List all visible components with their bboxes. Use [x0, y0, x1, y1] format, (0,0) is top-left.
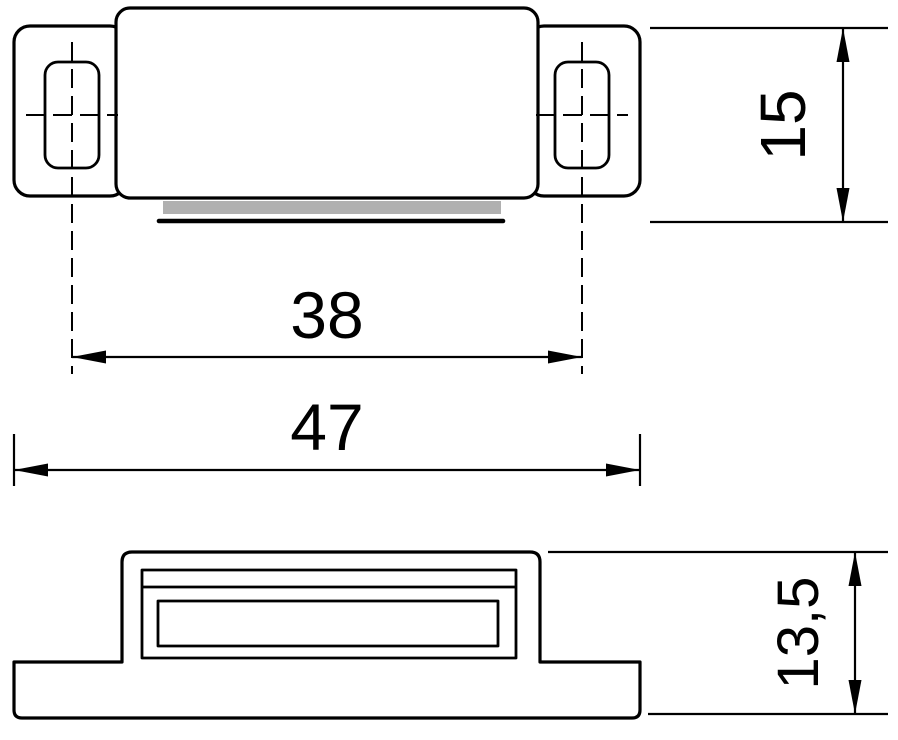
- dimension-overall-width: 47: [12, 390, 642, 486]
- arrowhead-38-right: [548, 350, 582, 364]
- arrowhead-135-bottom: [848, 680, 862, 714]
- magnet-face: [156, 599, 500, 648]
- dimension-label-38: 38: [290, 278, 363, 352]
- dimension-front-height: 15: [650, 26, 888, 224]
- magnet-strip: [163, 201, 501, 214]
- arrowhead-47-left: [14, 463, 48, 477]
- arrowhead-15-bottom: [836, 188, 850, 222]
- mounting-ear-left: [12, 24, 128, 198]
- arrowhead-38-left: [72, 350, 106, 364]
- dimension-label-47: 47: [290, 390, 363, 464]
- dimension-slot-spacing: 38: [71, 42, 583, 374]
- front-view: [12, 6, 642, 224]
- arrowhead-135-top: [848, 552, 862, 586]
- arrowhead-15-top: [836, 28, 850, 62]
- side-view: [12, 550, 642, 720]
- side-profile-outline: [12, 550, 642, 720]
- dimension-label-15: 15: [747, 89, 819, 160]
- arrowhead-47-right: [606, 463, 640, 477]
- magnet-housing: [140, 568, 518, 660]
- dimension-label-13-5: 13,5: [766, 577, 831, 690]
- dimension-side-height: 13,5: [548, 550, 888, 716]
- mounting-ear-right: [526, 24, 642, 198]
- catch-body: [114, 6, 540, 200]
